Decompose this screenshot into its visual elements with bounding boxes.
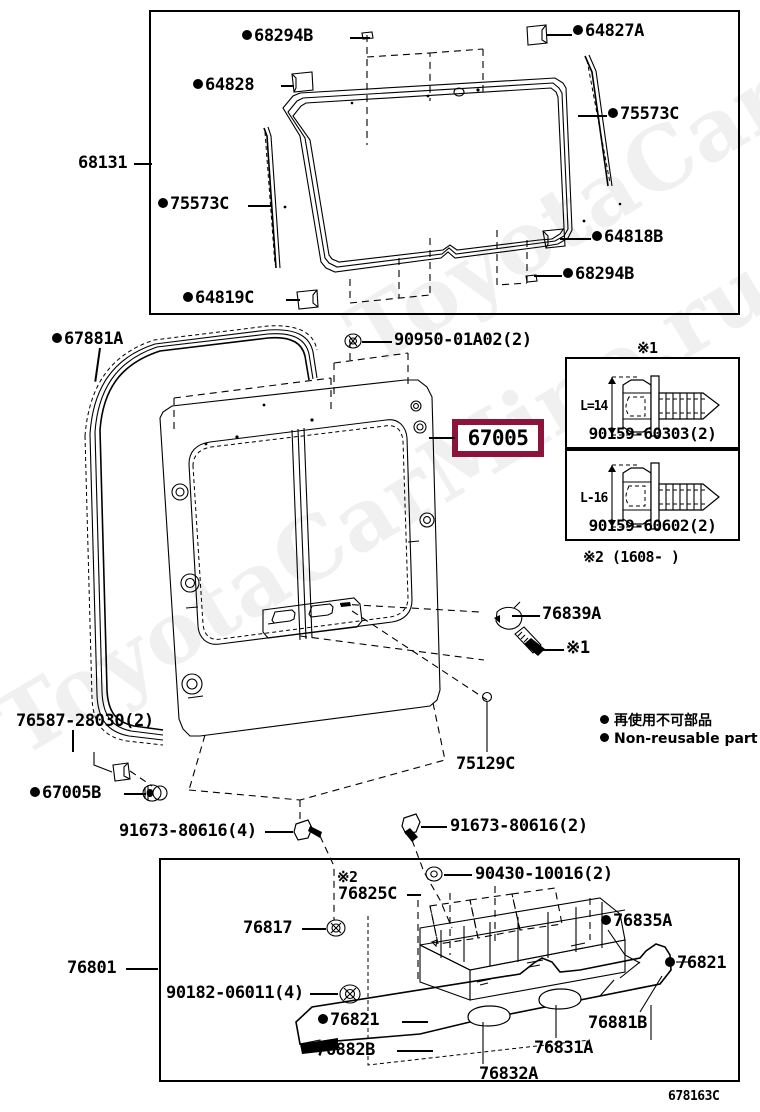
leader-line [444, 874, 472, 876]
callout-90182-06011: 90182-06011(4) [166, 983, 304, 1003]
leader-line [578, 115, 607, 117]
leader-line [265, 831, 293, 833]
leader-line [362, 341, 392, 343]
leader-line [421, 826, 447, 828]
nonreusable-dot [193, 79, 203, 89]
nonreusable-dot [183, 292, 193, 302]
nonreusable-dot [158, 198, 168, 208]
callout-76832a: 76832A [479, 1064, 539, 1084]
nonreusable-dot [608, 108, 618, 118]
callout-91673-80616-4: 91673-80616(4) [119, 821, 257, 841]
highlighted-part-number: 67005 [467, 426, 529, 450]
leader-line [402, 1021, 428, 1023]
nonreusable-dot [30, 787, 40, 797]
nonreusable-dot [573, 25, 583, 35]
callout-67881a: 67881A [52, 331, 123, 348]
callout-76817: 76817 [243, 918, 293, 938]
top-panel-frame [149, 10, 740, 315]
leader-line [407, 894, 421, 896]
callout-67005b: 67005B [30, 785, 101, 802]
inset-1-length: L=14 [580, 399, 608, 414]
callout-ref-1: ※1 [566, 638, 590, 658]
callout-76835a: 76835A [601, 913, 672, 930]
leader-line [538, 649, 564, 651]
leader-line [72, 730, 74, 752]
callout-64818b: 64818B [592, 229, 663, 246]
leader-line [534, 275, 562, 277]
callout-68294b-top: 68294B [242, 28, 313, 45]
nonreusable-dot [592, 231, 602, 241]
leader-line [512, 615, 540, 617]
leader-line [397, 1050, 433, 1052]
callout-76587-28030: 76587-28030(2) [16, 711, 154, 731]
inset-box-1: L=14 90159-60303(2) [565, 357, 740, 449]
nonreusable-dot [600, 715, 609, 724]
nonreusable-dot [665, 957, 675, 967]
inset-header-ref: ※1 [637, 339, 658, 357]
inset-2-part-number: 90159-60602(2) [588, 516, 717, 535]
leader-line [124, 793, 146, 795]
highlighted-part-67005[interactable]: 67005 [452, 419, 544, 457]
nonreusable-dot [600, 733, 609, 742]
inset-2-length: L-16 [580, 491, 608, 506]
leader-line [126, 968, 158, 970]
nonreusable-legend: 再使用不可部品 Non-reusable part [600, 712, 758, 748]
callout-68294b-bottom: 68294B [563, 266, 634, 283]
inset-footer-ref: ※2 (1608- ) [583, 548, 680, 566]
callout-76882b: 76882B [316, 1040, 376, 1060]
callout-76831a: 76831A [534, 1038, 594, 1058]
leader-line [546, 34, 572, 36]
callout-75573c-right: 75573C [608, 106, 679, 123]
inset-box-2: L-16 90159-60602(2) [565, 449, 740, 541]
leader-line [286, 299, 300, 301]
nonreusable-dot [52, 333, 62, 343]
callout-75573c-left: 75573C [158, 196, 229, 213]
callout-76821-right: 76821 [665, 955, 727, 972]
leader-line [310, 993, 338, 995]
callout-ref-2: ※2 [337, 868, 358, 886]
nonreusable-dot [318, 1014, 328, 1024]
group-label-76801: 76801 [67, 958, 117, 978]
callout-64828: 64828 [193, 77, 255, 94]
leader-line [350, 37, 370, 39]
callout-76821-left: 76821 [318, 1012, 380, 1029]
callout-90430-10016: 90430-10016(2) [475, 864, 613, 884]
legend-japanese: 再使用不可部品 [600, 712, 758, 730]
callout-64819c: 64819C [183, 290, 254, 307]
callout-76881b: 76881B [588, 1013, 648, 1033]
bottom-panel-frame [159, 858, 740, 1082]
leader-line [281, 85, 294, 87]
callout-76825c: 76825C [338, 884, 398, 904]
callout-90950-01a02: 90950-01A02(2) [394, 330, 532, 350]
sheet-corner-code: 678163C [668, 1089, 720, 1104]
callout-76839a: 76839A [542, 604, 602, 624]
leader-line [429, 437, 455, 439]
callout-64827a: 64827A [573, 23, 644, 40]
callout-91673-80616-2: 91673-80616(2) [450, 816, 588, 836]
leader-line [302, 928, 326, 930]
leader-line [560, 238, 591, 240]
group-label-68131: 68131 [78, 153, 128, 173]
nonreusable-dot [601, 915, 611, 925]
callout-75129c: 75129C [456, 754, 516, 774]
nonreusable-dot [242, 30, 252, 40]
nonreusable-dot [563, 268, 573, 278]
leader-line [134, 163, 152, 165]
legend-english: Non-reusable part [600, 730, 758, 748]
leader-line [248, 205, 272, 207]
inset-1-part-number: 90159-60303(2) [588, 424, 717, 443]
